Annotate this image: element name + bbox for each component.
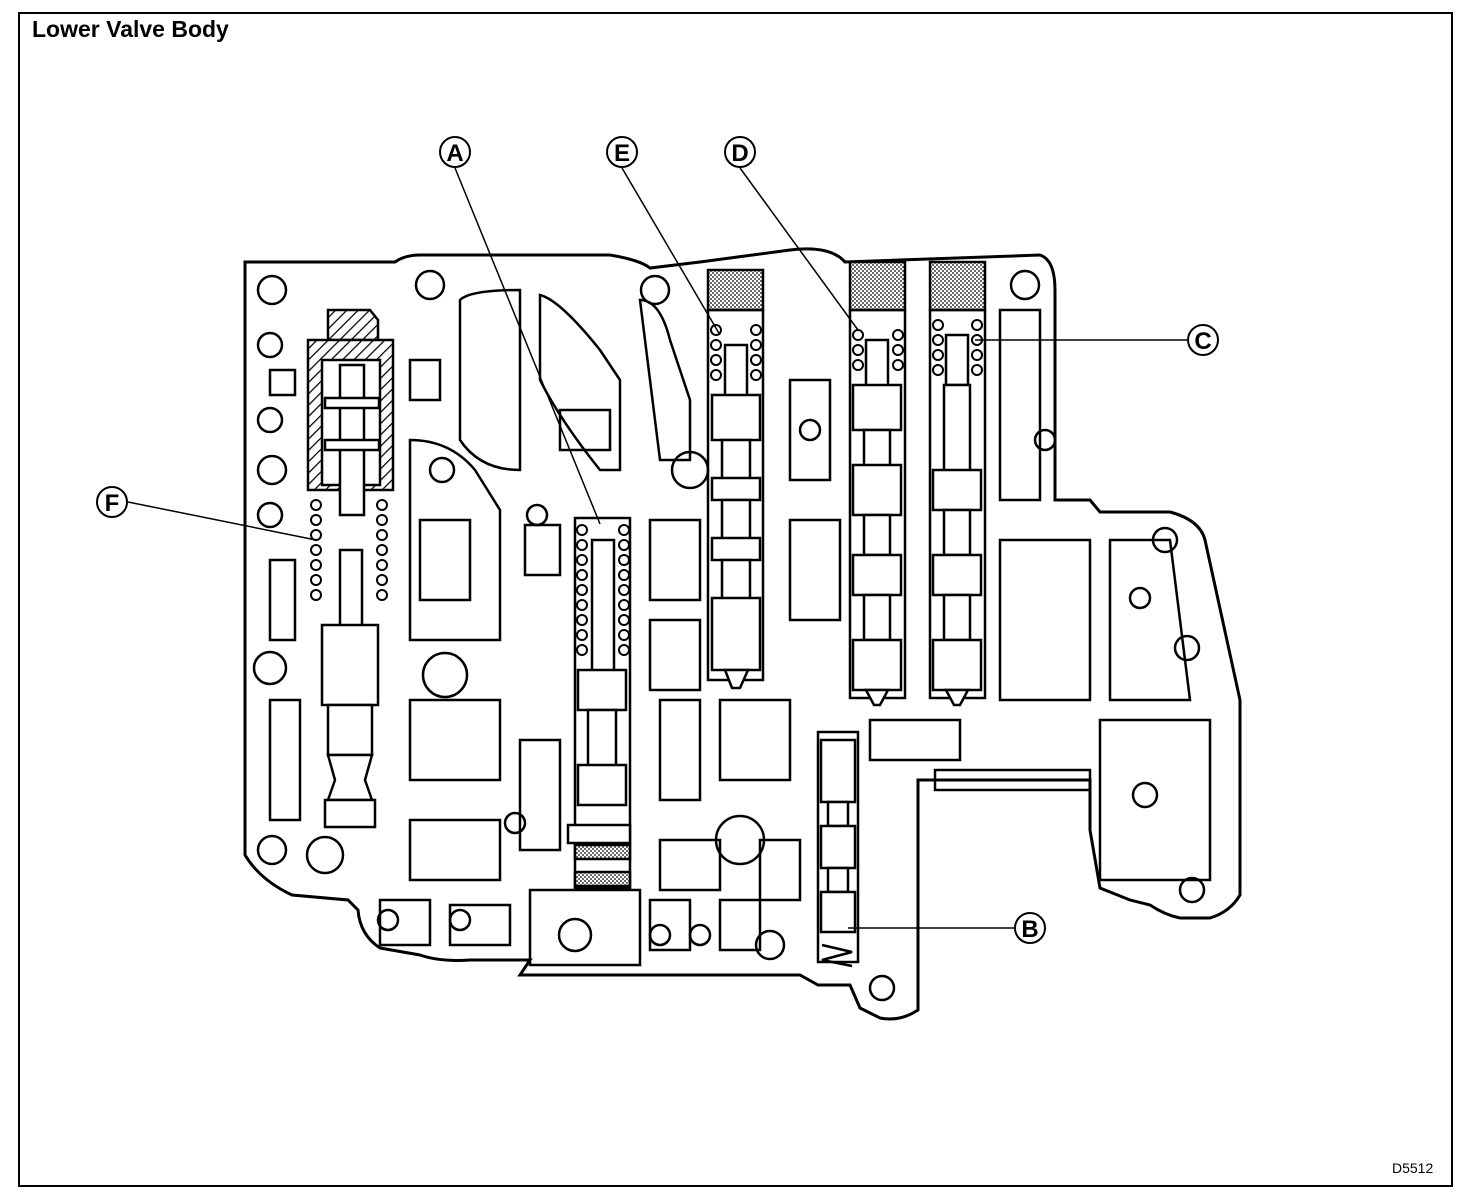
valve-c (928, 260, 987, 707)
callout-d: D (724, 136, 756, 168)
valve-body-outline (243, 247, 1242, 1021)
callout-c: C (1187, 324, 1219, 356)
valve-a (566, 516, 632, 890)
figure-title: Lower Valve Body (32, 16, 229, 42)
valve-e (706, 268, 765, 690)
callout-b-label: B (1021, 916, 1038, 943)
callout-d-label: D (731, 140, 748, 167)
callout-e: E (606, 136, 638, 168)
valve-b (816, 730, 860, 968)
callout-b: B (1014, 912, 1046, 944)
callout-e-label: E (614, 140, 630, 167)
callout-a-label: A (446, 140, 463, 167)
figure-id: D5512 (1392, 1160, 1434, 1176)
callout-a: A (439, 136, 471, 168)
figure-frame (18, 12, 1453, 1187)
callout-f-label: F (105, 490, 120, 517)
bolt-holes (252, 269, 1206, 1002)
callout-c-label: C (1194, 328, 1211, 355)
leader-lines (127, 167, 1188, 929)
valve-f (306, 308, 395, 829)
callout-f: F (96, 486, 128, 518)
valve-d (848, 260, 907, 707)
